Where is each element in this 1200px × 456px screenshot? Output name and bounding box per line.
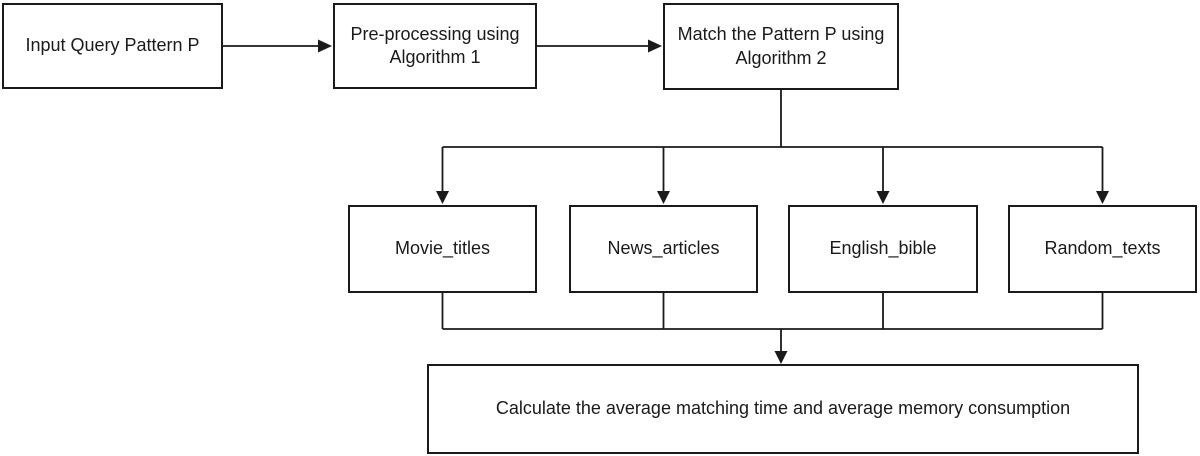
edge-datasets-collect-rail	[441, 293, 1104, 330]
node-dataset-english-bible: English_bible	[788, 205, 978, 293]
arrowhead-down-icon	[876, 191, 890, 204]
node-label: Pre-processing using Algorithm 1	[350, 23, 520, 67]
node-match-pattern-algorithm-2: Match the Pattern P using Algorithm 2	[663, 3, 899, 90]
node-label: Random_texts	[1044, 238, 1161, 259]
node-label: Calculate the average matching time and …	[495, 398, 1071, 419]
node-preprocessing-algorithm-1: Pre-processing using Algorithm 1	[333, 3, 537, 89]
node-label: News_articles	[607, 238, 720, 259]
arrowhead-right-icon	[318, 39, 332, 53]
node-label: Match the Pattern P using Algorithm 2	[677, 24, 885, 68]
node-dataset-random-texts: Random_texts	[1008, 205, 1197, 293]
arrowhead-down-icon	[657, 191, 670, 204]
arrowhead-down-icon	[436, 191, 449, 204]
arrowhead-right-icon	[648, 39, 662, 53]
node-input-query-pattern: Input Query Pattern P	[2, 3, 223, 89]
edge-match-news	[657, 147, 670, 204]
arrowhead-down-icon	[774, 351, 788, 364]
edge-input-preprocess	[223, 39, 332, 53]
arrowhead-down-icon	[1096, 191, 1109, 204]
edge-preprocess-match	[537, 39, 662, 53]
edge-match-movie	[436, 147, 449, 204]
edge-rail-calculate	[774, 329, 788, 364]
node-label: English_bible	[829, 238, 937, 259]
edge-match-random	[1096, 147, 1109, 204]
node-dataset-news-articles: News_articles	[569, 205, 758, 293]
node-label: Input Query Pattern P	[25, 35, 200, 56]
node-calculate-averages: Calculate the average matching time and …	[427, 364, 1139, 454]
edge-match-branch-rail	[442, 89, 1103, 148]
edge-match-english	[876, 147, 890, 204]
node-label: Movie_titles	[394, 238, 491, 259]
node-dataset-movie-titles: Movie_titles	[348, 205, 537, 293]
